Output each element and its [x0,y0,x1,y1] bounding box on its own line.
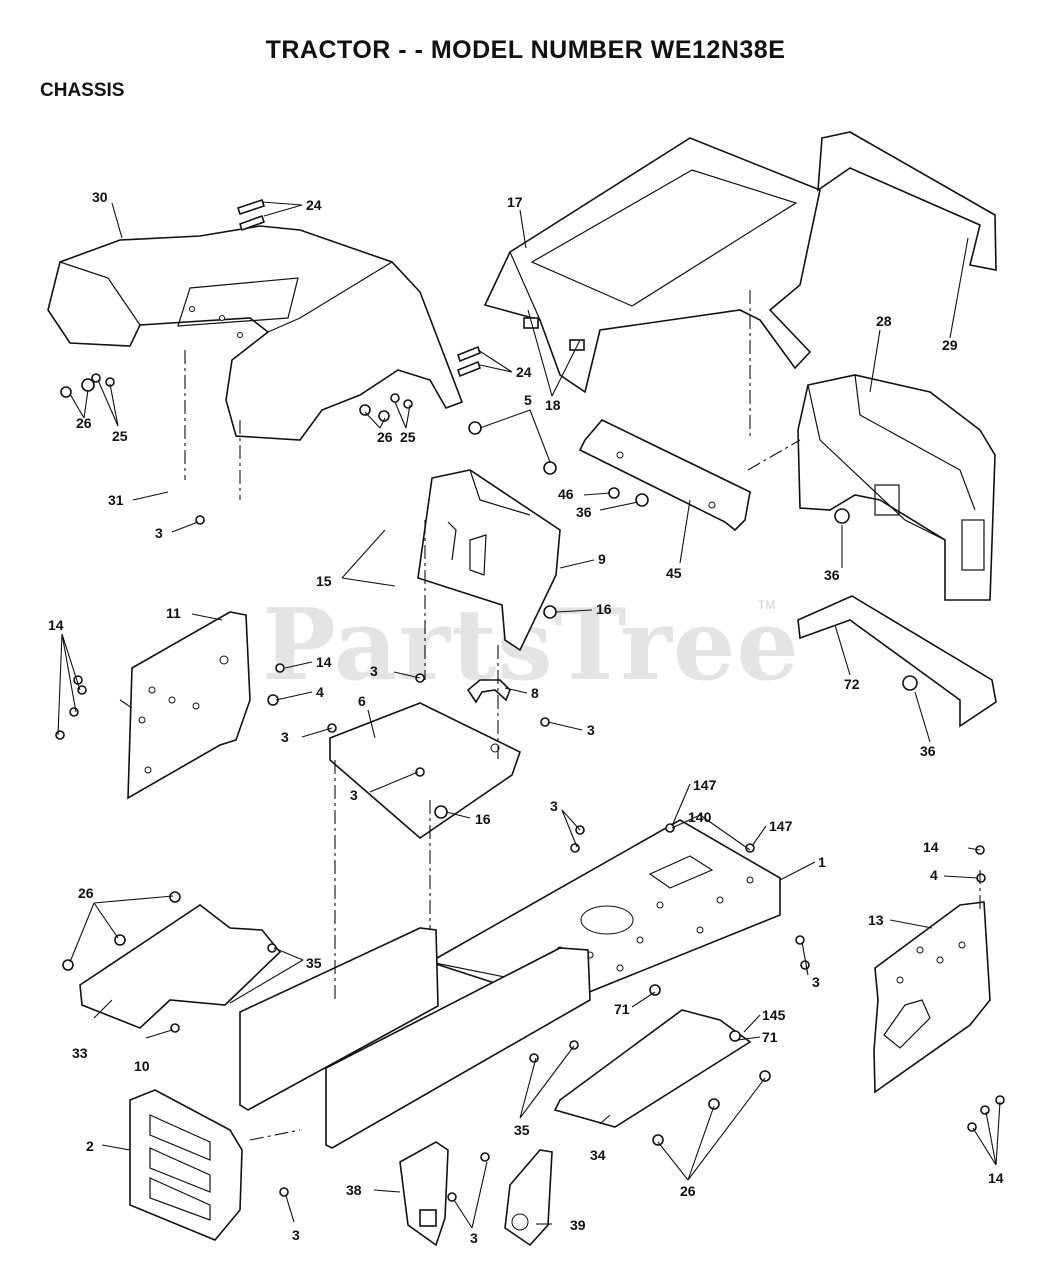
callout-33: 33 [72,1045,88,1061]
callout-145: 145 [762,1007,786,1023]
callout-71: 71 [614,1001,630,1017]
callout-11: 11 [166,605,181,621]
part-17-seat-fender[interactable] [483,137,821,394]
callout-3: 3 [370,663,378,679]
callout-2: 2 [86,1138,94,1154]
part-frame-rail-left[interactable] [239,927,439,1111]
callout-30: 30 [92,189,108,205]
callout-3: 3 [281,729,289,745]
callout-35: 35 [514,1122,530,1138]
callout-35: 35 [306,955,322,971]
callout-13: 13 [868,912,884,928]
callout-3: 3 [350,787,358,803]
callout-29: 29 [942,337,958,353]
callout-36: 36 [920,743,936,759]
callout-24: 24 [306,197,322,213]
callout-3: 3 [292,1227,300,1243]
leader-lines [57,201,1001,1229]
part-8-clip[interactable] [466,679,511,704]
part-13-right-plate[interactable] [873,901,991,1094]
callout-26: 26 [78,885,94,901]
callout-10: 10 [134,1058,150,1074]
callout-3: 3 [587,722,595,738]
hardware-fasteners [55,198,1005,1202]
diagram-title: TRACTOR - - MODEL NUMBER WE12N38E [265,36,786,64]
callout-3: 3 [550,798,558,814]
part-38-bracket[interactable] [399,1141,449,1247]
watermark-trademark: TM [758,598,776,612]
callout-8: 8 [531,685,539,701]
callout-6: 6 [358,693,366,709]
part-2-bracket[interactable] [129,1089,243,1241]
callout-3: 3 [470,1230,478,1246]
callout-9: 9 [598,551,606,567]
part-6-floor-plate[interactable] [329,702,521,840]
callout-147: 147 [693,777,717,793]
part-frame-rail-right[interactable] [325,947,591,1149]
callout-71: 71 [762,1029,778,1045]
callout-24: 24 [516,364,532,380]
callout-3: 3 [155,525,163,541]
part-34-footrest[interactable] [553,1009,752,1128]
callout-1: 1 [818,854,826,870]
callout-15: 15 [316,573,332,589]
callout-28: 28 [876,313,892,329]
part-33-footrest[interactable] [79,904,282,1029]
callout-147: 147 [769,818,793,834]
callout-14: 14 [988,1170,1004,1186]
callout-31: 31 [108,492,124,508]
callout-36: 36 [576,504,592,520]
callout-25: 25 [112,428,128,444]
part-45-bracket[interactable] [578,419,751,532]
part-72-rear-panel[interactable] [797,595,997,728]
part-9-dash-panel[interactable] [417,469,561,652]
callout-labels: 30 24 17 29 28 24 18 25 26 25 26 5 46 36… [48,189,1004,1246]
callout-72: 72 [844,676,860,692]
part-11-left-plate[interactable] [127,611,251,800]
callout-36: 36 [824,567,840,583]
callout-26: 26 [76,415,92,431]
callout-3: 3 [812,974,820,990]
part-30-hood[interactable] [47,225,464,441]
callout-26: 26 [680,1183,696,1199]
callout-16: 16 [596,601,612,617]
callout-39: 39 [570,1217,586,1233]
callout-38: 38 [346,1182,362,1198]
callout-16: 16 [475,811,491,827]
callout-4: 4 [316,684,324,700]
callout-17: 17 [507,194,523,210]
callout-25: 25 [400,429,416,445]
callout-14: 14 [923,839,939,855]
part-39-bracket[interactable] [504,1149,553,1247]
callout-45: 45 [666,565,682,581]
callout-18: 18 [545,397,561,413]
callout-140: 140 [688,809,712,825]
assembly-guide-lines [119,290,981,1141]
callout-34: 34 [590,1147,606,1163]
callout-26: 26 [377,429,393,445]
part-29-panel[interactable] [817,131,997,271]
callout-14: 14 [48,617,64,633]
part-28-rear-frame[interactable] [797,374,996,601]
callout-4: 4 [930,867,938,883]
callout-5: 5 [524,392,532,408]
section-title: CHASSIS [40,80,125,101]
callout-46: 46 [558,486,574,502]
callout-14: 14 [316,654,332,670]
